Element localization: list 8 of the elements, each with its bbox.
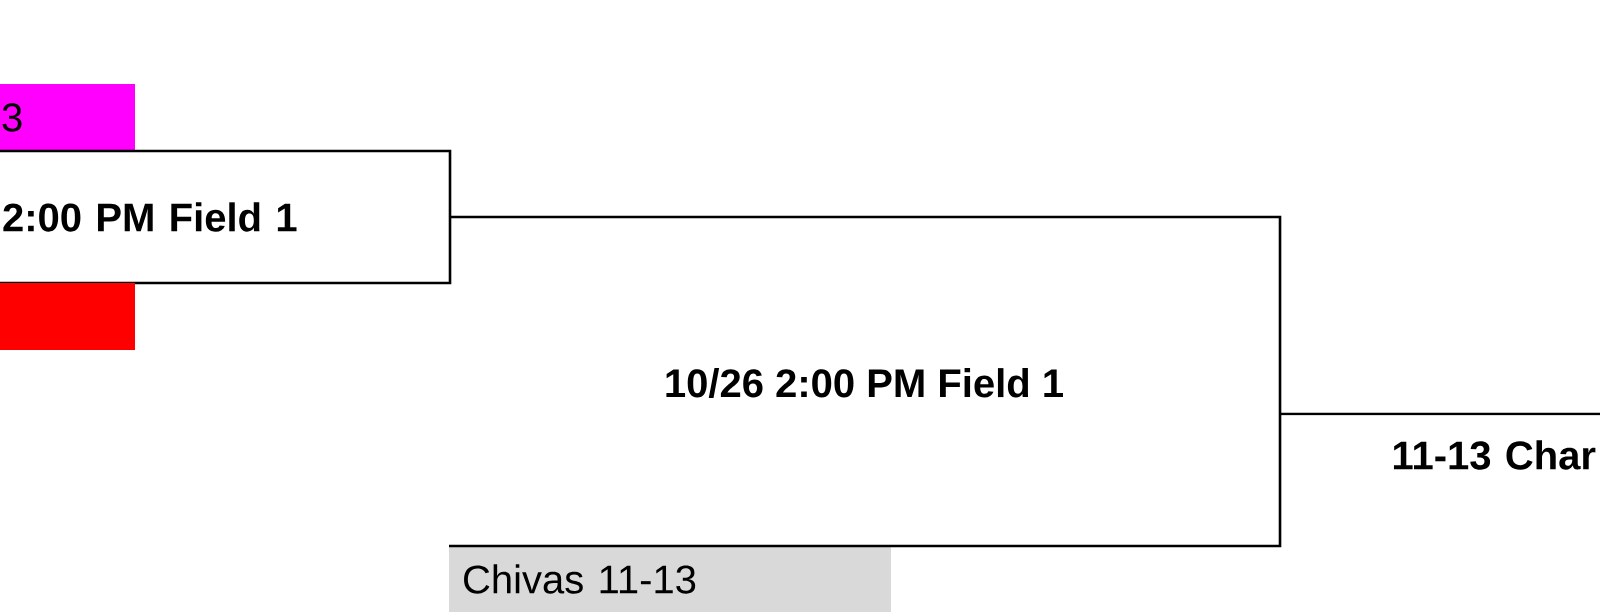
team-box: Chivas 11-13 xyxy=(449,546,891,612)
team-box xyxy=(0,283,135,350)
match-box: 2:00 PM Field 1 xyxy=(0,149,452,285)
match-label: 10/26 2:00 PM Field 1 xyxy=(666,368,1063,398)
team-box: 3 xyxy=(0,84,135,151)
bracket-line xyxy=(450,215,1282,414)
result-slot: 11-13 Char xyxy=(1280,412,1600,470)
bracket-line xyxy=(449,414,1282,548)
